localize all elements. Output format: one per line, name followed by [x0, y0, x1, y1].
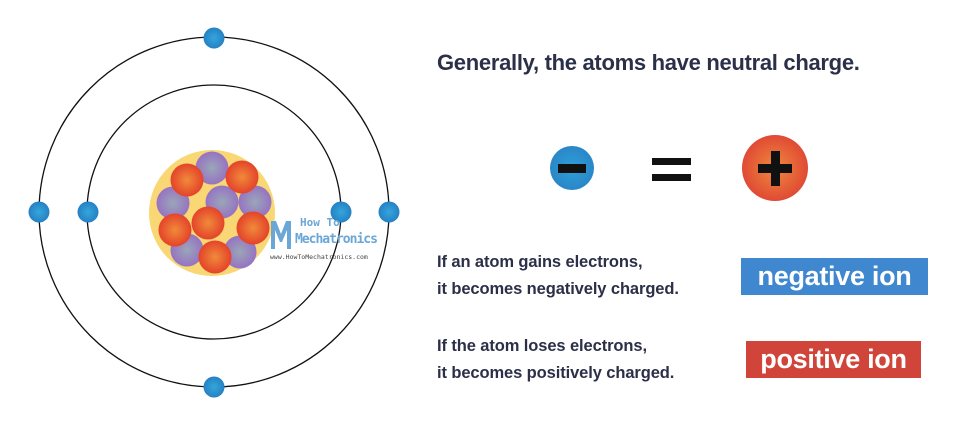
atom-diagram — [28, 27, 400, 398]
lose-electrons-text: If the atom loses electrons, it becomes … — [437, 337, 675, 382]
electron — [203, 27, 225, 49]
negative-ion-badge: negative ion — [741, 258, 928, 295]
proton — [170, 163, 204, 197]
gain-electrons-text: If an atom gains electrons, it becomes n… — [437, 253, 679, 298]
proton — [191, 206, 225, 240]
electron — [330, 201, 352, 223]
minus-circle-icon — [550, 146, 594, 190]
plus-circle-icon — [742, 135, 808, 201]
electron — [378, 201, 400, 223]
proton — [225, 160, 259, 194]
proton — [158, 213, 192, 247]
watermark-m-icon — [271, 221, 291, 249]
neutron — [195, 151, 229, 185]
electron — [203, 376, 225, 398]
equals-icon — [652, 158, 691, 181]
page-title: Generally, the atoms have neutral charge… — [437, 50, 860, 75]
neutron — [238, 185, 272, 219]
electron — [28, 201, 50, 223]
electron — [77, 201, 99, 223]
proton — [236, 211, 270, 245]
positive-ion-badge: positive ion — [746, 341, 921, 378]
proton — [198, 240, 232, 274]
